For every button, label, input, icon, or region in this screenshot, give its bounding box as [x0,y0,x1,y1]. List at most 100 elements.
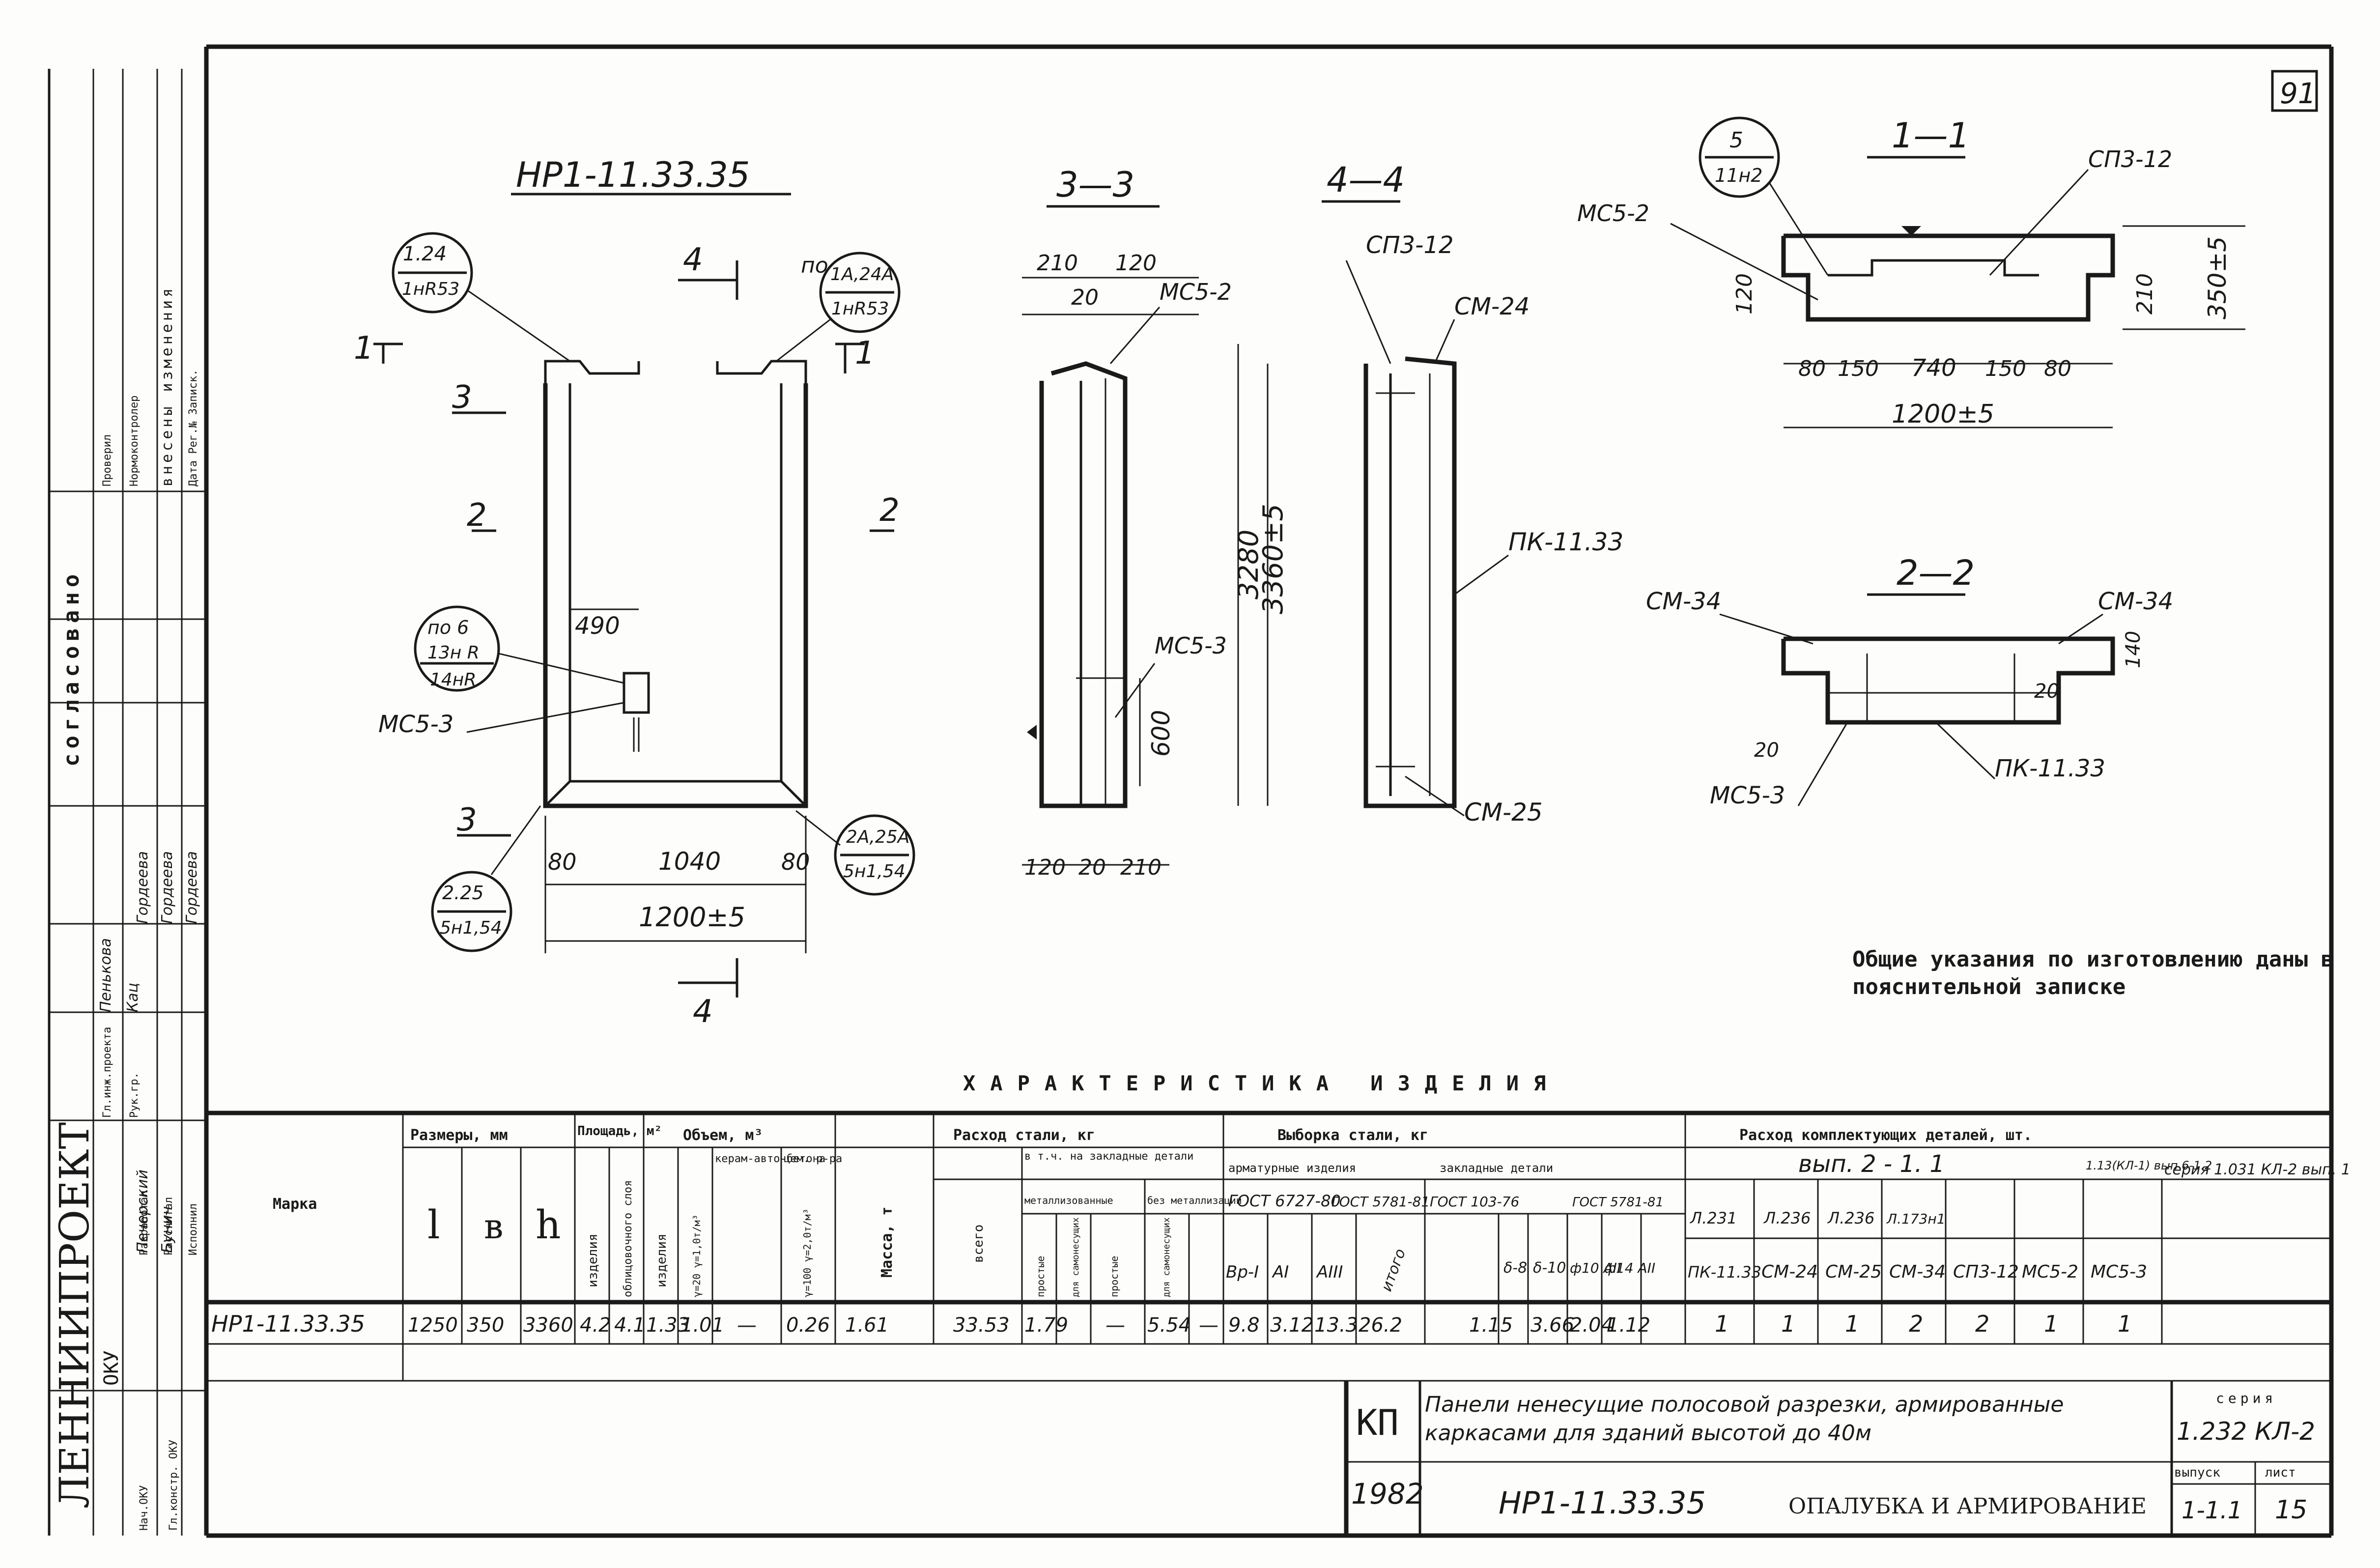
cell-metal-dash: — [1105,1314,1125,1337]
callout-6-bot: 11н2 [1715,165,1762,186]
mc52-label-33: МС5-2 [1160,279,1232,305]
name-1: Кац [124,983,142,1012]
th-bp1: Вр-I [1226,1262,1259,1282]
dim-1200: 1200±5 [639,902,745,933]
dim-150-a: 150 [1838,356,1879,381]
dim-740: 740 [1911,354,1956,382]
section-44-title: 4—4 [1327,160,1405,200]
tb-description: Панели ненесущие полосовой разрезки, арм… [1425,1392,2064,1446]
tb-sheet: 15 [2275,1495,2307,1525]
cell-vol-cement: 0.26 [786,1314,830,1337]
dim-600: 600 [1147,710,1175,757]
callout-3-l3: 14нR [430,670,476,690]
dim-120-top: 120 [1115,251,1157,276]
th-vyp2: 1.13(КЛ-1) вып 6-1.2 [2086,1159,2212,1172]
th-vol-sub1: γ=20 γ=1,0т/м³ [691,1214,703,1297]
cell-mc52: 1 [2044,1311,2058,1337]
dim-140: 140 [2122,631,2145,668]
dim-20-22b: 20 [1754,739,1779,762]
section-44: 4—4 СП3-12 СМ-24 ПК-11.33 СМ-25 [1322,160,1623,827]
general-note: Общие указания по изготовлению даны в по… [1852,947,2334,999]
cell-area-item: 4.2 [580,1314,611,1337]
th-gost5781b: ГОСТ 5781-81 [1572,1195,1664,1210]
th-mark: Марка [273,1196,317,1213]
dim-210-top: 210 [1037,251,1078,276]
dim-20-bot: 20 [1078,855,1106,880]
th-components: Расход комплектующих деталей, шт. [1739,1127,2032,1144]
th-vol-sub2: γ=100 γ=2,0т/м³ [801,1208,813,1297]
pk1133-label-44: ПК-11.33 [1508,528,1623,556]
th-a1: АI [1272,1262,1289,1282]
callout-1-bot: 1нR53 [402,279,459,299]
callout-6-top: 5 [1729,128,1743,153]
dim-350: 350±5 [2203,236,2232,319]
th-f10: ф10 АII [1570,1260,1621,1276]
th-dlya-b: для самонесущих [1162,1217,1172,1297]
callout-2-bot: 1нR53 [831,299,889,319]
cell-a3: 13.3 [1314,1314,1358,1337]
name-0: Пенькова [97,938,114,1012]
sm34-label-a: СМ-34 [1646,588,1721,615]
th-sizes: Размеры, мм [410,1127,508,1144]
name-2: Гордеева [134,851,151,924]
tb-issue: 1-1.1 [2182,1497,2242,1524]
title-block: КП 1982 Панели ненесущие полосовой разре… [1344,1381,2331,1536]
role-3: Рассчитал [163,1197,175,1255]
th-sm34: СМ-34 [1889,1262,1946,1282]
cell-sm24: 1 [1781,1311,1795,1337]
name-4: Гордеева [183,851,200,924]
cell-metal-prostye: 1.79 [1024,1314,1068,1337]
th-vol-item: изделия [654,1233,669,1287]
dim-80-11b: 80 [2044,356,2071,381]
nach-okv-label: Нач.ОКУ [138,1485,150,1531]
cell-vol-item: 1.33 [646,1314,690,1337]
th-sp312: СП3-12 [1953,1262,2019,1282]
sheet-number: 91 [2280,77,2316,110]
cell-sp312: 2 [1975,1311,1989,1337]
callout-3-l2: 13н R [427,643,480,663]
cell-b: 350 [467,1314,504,1337]
left-strip: ЛЕННИИПРОЕКТ согласовано ОКУ Нач.ОКУ Гл.… [48,69,206,1536]
callout-5-bot: 5н1,54 [440,918,502,938]
cell-nometal-prostye: 5.54 [1147,1314,1191,1337]
th-sm24: СМ-24 [1761,1262,1818,1282]
th-d8: δ-8 [1503,1259,1527,1277]
dim-80a: 80 [548,849,577,875]
dim-1040: 1040 [658,847,721,876]
callout-2-top: 1А,24А [830,264,894,285]
callout-3-l1: по 6 [427,617,469,638]
tb-year: 1982 [1351,1477,1424,1511]
th-sm25: СМ-25 [1825,1262,1882,1282]
main-view: НР1-11.33.35 1.24 1нR53 1А,24А 1нR53 по … [354,155,915,1030]
dim-80-11a: 80 [1798,356,1826,381]
mc53-label-22: МС5-3 [1710,782,1785,809]
cell-nometal-dash: — [1199,1314,1218,1337]
mc53-label-33: МС5-3 [1155,632,1227,659]
dim-150-b: 150 [1985,356,2026,381]
section-11-title: 1—1 [1892,115,1970,156]
role-2: Разработал [138,1191,150,1255]
th-steel: Расход стали, кг [953,1127,1095,1144]
cell-area-facing: 4.1 [614,1314,646,1337]
cell-sm34: 2 [1909,1311,1923,1337]
th-itogo: итого [1378,1247,1409,1294]
tb-sheet-label: лист [2265,1465,2296,1480]
mc52-label-11: МС5-2 [1577,200,1649,227]
sm34-label-b: СМ-34 [2098,588,2173,615]
th-f14: ф14 АII [1604,1260,1655,1276]
th-b: в [484,1206,503,1247]
pk1133-label-22: ПК-11.33 [1995,755,2105,782]
stamp-fields: Дата Рег.№ Записк. [187,370,199,486]
cell-mc53: 1 [2118,1311,2132,1337]
dim-20-22a: 20 [2034,680,2059,703]
cell-mark: НР1-11.33.35 [211,1311,365,1337]
role-1: Рук.гр. [128,1072,141,1118]
cell-f14: 1.12 [1607,1314,1650,1337]
th-series: серия 1.031 КЛ-2 вып. 1 [2164,1161,2351,1178]
th-gost6727: ГОСТ 6727-80 [1228,1192,1341,1210]
signer-0: Печерский [134,1169,151,1253]
cell-d8: 3.66 [1530,1314,1574,1337]
dim-120-11: 120 [1732,273,1757,314]
th-gost103: ГОСТ 103-76 [1430,1194,1519,1210]
sp312-label-11: СП3-12 [2088,146,2172,172]
